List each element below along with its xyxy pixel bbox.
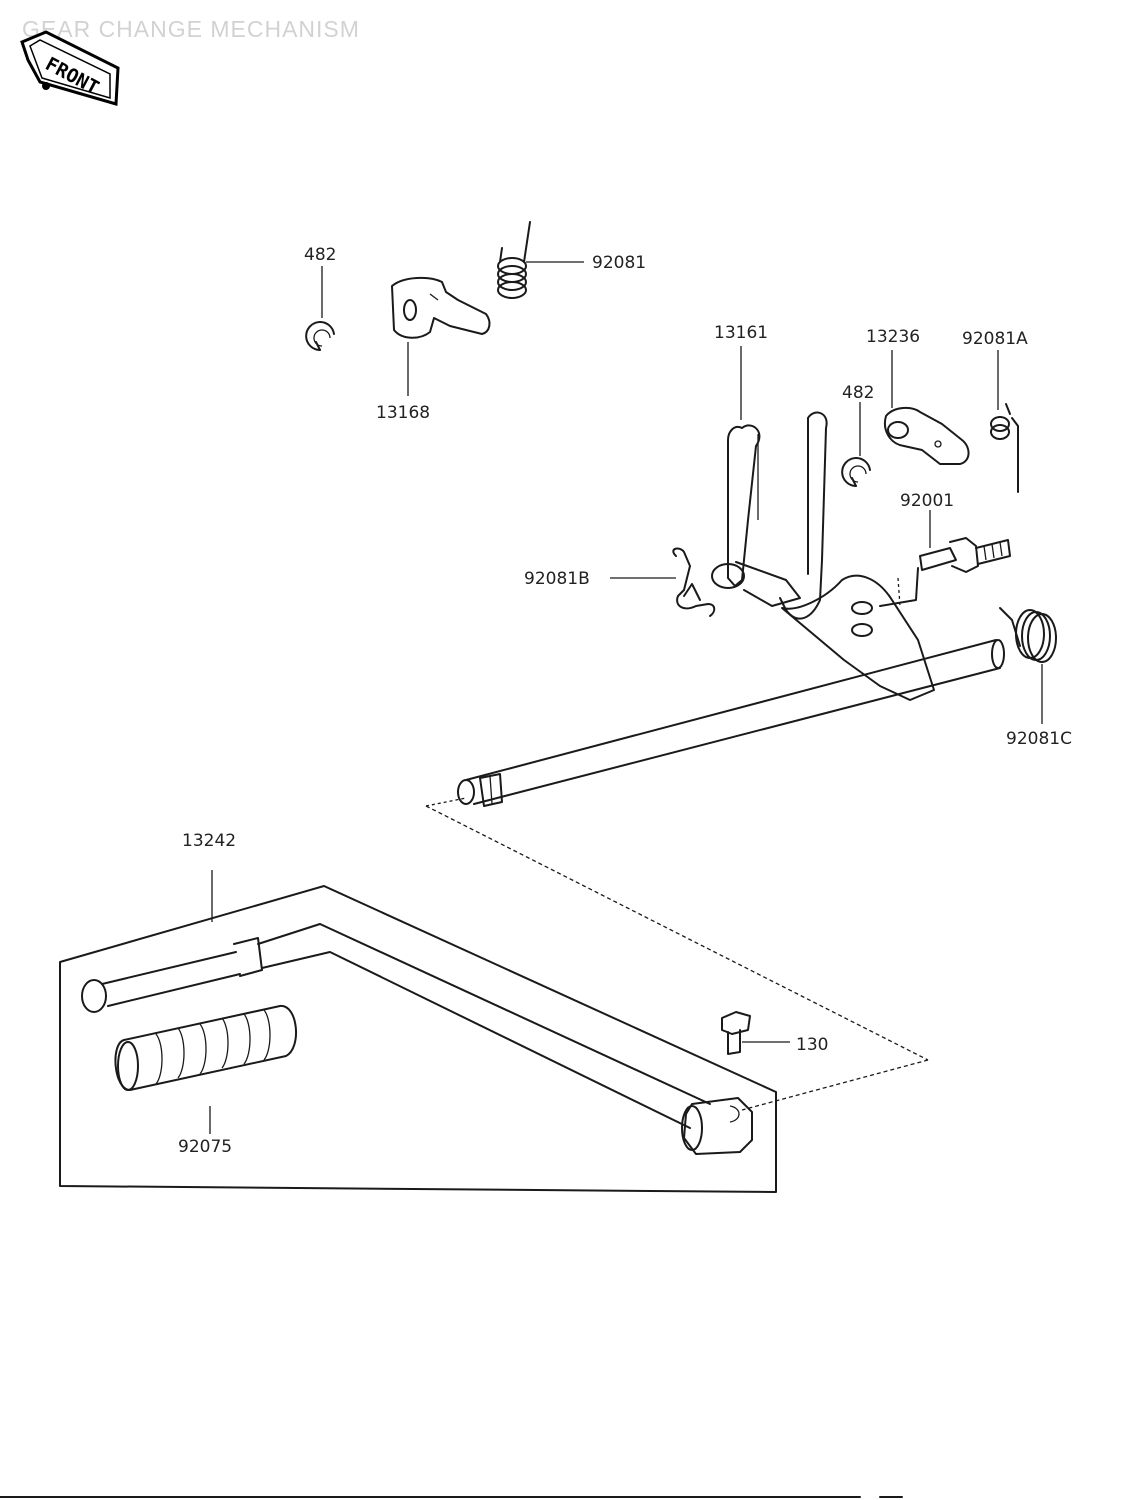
part-92075-rubber <box>114 1004 298 1091</box>
callout-92075: 92075 <box>178 1137 232 1157</box>
callout-92081C: 92081C <box>1006 729 1072 749</box>
part-92081-spring <box>497 221 531 299</box>
part-92001-bolt <box>919 537 1011 573</box>
part-92081C-spring <box>999 607 1057 663</box>
leader-lines <box>209 261 1043 1134</box>
front-arrow-badge: FRONT <box>20 30 120 106</box>
callout-130: 130 <box>796 1035 828 1055</box>
part-13161-shift-lever <box>711 411 935 701</box>
part-130-bolt <box>721 1011 751 1055</box>
shift-shaft <box>457 639 1005 807</box>
part-13168-plate <box>391 276 491 339</box>
part-13242-shift-pedal <box>59 885 777 1193</box>
callout-13168: 13168 <box>376 403 430 423</box>
callout-92081B: 92081B <box>524 569 590 589</box>
callout-13242: 13242 <box>182 831 236 851</box>
part-482-circlip <box>305 321 335 351</box>
part-482-circlip-2 <box>841 457 871 487</box>
part-92081B-spring <box>672 547 716 617</box>
callout-482-2: 482 <box>842 383 874 403</box>
callout-92001: 92001 <box>900 491 954 511</box>
callout-13236: 13236 <box>866 327 920 347</box>
callout-482: 482 <box>304 245 336 265</box>
callout-13161: 13161 <box>714 323 768 343</box>
part-92081A-spring <box>990 403 1019 493</box>
callout-92081: 92081 <box>592 253 646 273</box>
callout-92081A: 92081A <box>962 329 1028 349</box>
part-13236-arm <box>884 406 970 465</box>
page-title: GEAR CHANGE MECHANISM <box>22 16 360 42</box>
